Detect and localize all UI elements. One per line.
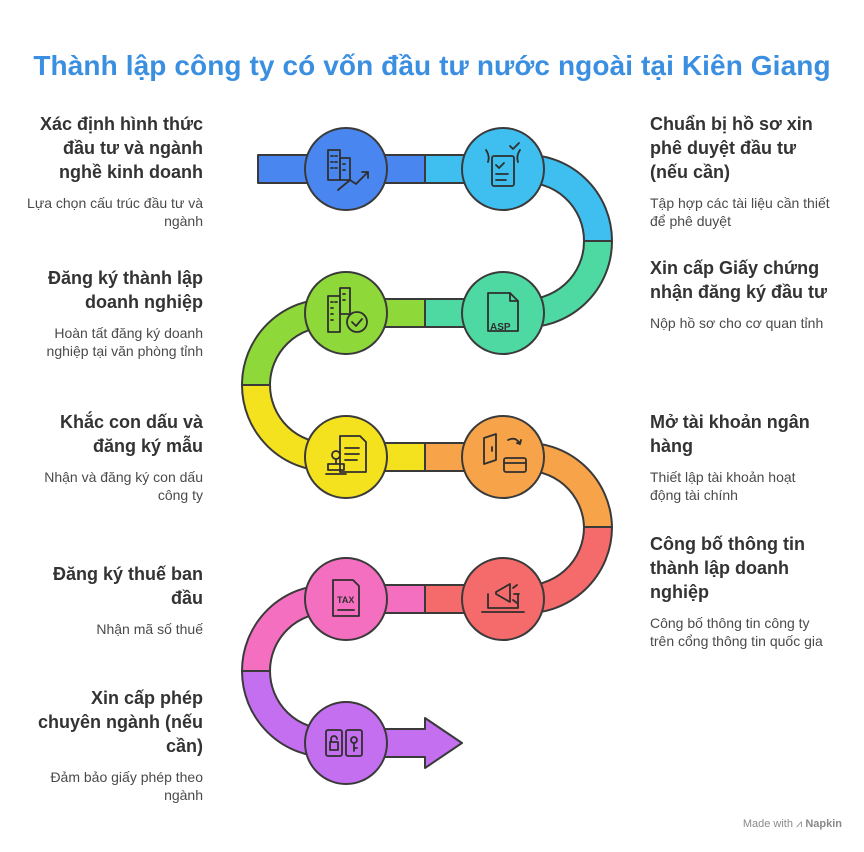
step-title: Đăng ký thành lập doanh nghiệp: [47, 268, 203, 312]
step-title: Mở tài khoản ngân hàng: [650, 412, 810, 456]
made-with-label: Made with: [742, 818, 793, 830]
napkin-logo-icon: ⩘: [796, 818, 803, 830]
step-title: Đăng ký thuế ban đầu: [52, 564, 203, 608]
step-2-block: Chuẩn bị hồ sơ xin phê duyệt đầu tư (nếu…: [650, 112, 830, 230]
document-checklist-icon: [485, 142, 521, 187]
building-check-icon: [327, 287, 368, 333]
license-lock-icon: [325, 729, 363, 757]
stamp-document-icon: [325, 435, 367, 475]
made-with-napkin[interactable]: Made with ⩘ Napkin: [743, 818, 842, 831]
step-title: Xác định hình thức đầu tư và ngành nghề …: [39, 114, 203, 182]
step-5-block: Khắc con dấu và đăng ký mẫu Nhận và đăng…: [25, 410, 203, 504]
step-description: Lựa chọn cấu trúc đầu tư và ngành: [27, 195, 203, 229]
step-9-block: Xin cấp phép chuyên ngành (nếu cần) Đảm …: [25, 686, 203, 804]
step-circle-4: [304, 271, 388, 355]
svg-text:TAX: TAX: [337, 595, 354, 605]
page-title: Thành lập công ty có vốn đầu tư nước ngo…: [33, 50, 831, 81]
step-title: Công bố thông tin thành lập doanh nghiệp: [650, 534, 805, 602]
step-3-block: Xin cấp Giấy chứng nhận đăng ký đầu tư N…: [650, 256, 840, 332]
step-circle-3: [461, 271, 545, 355]
step-6-block: Mở tài khoản ngân hàng Thiết lập tài kho…: [650, 410, 830, 504]
step-description: Thiết lập tài khoản hoạt động tài chính: [650, 469, 796, 503]
step-description: Đảm bảo giấy phép theo ngành: [50, 769, 203, 803]
step-description: Tập hợp các tài liệu cần thiết để phê du…: [650, 195, 830, 229]
tax-document-icon: TAX: [332, 579, 360, 617]
step-1-block: Xác định hình thức đầu tư và ngành nghề …: [25, 112, 203, 230]
step-title: Khắc con dấu và đăng ký mẫu: [59, 412, 203, 456]
step-circle-5: [304, 415, 388, 499]
step-8-block: Đăng ký thuế ban đầu Nhận mã số thuế: [25, 562, 203, 638]
step-title: Chuẩn bị hồ sơ xin phê duyệt đầu tư (nếu…: [650, 114, 813, 182]
step-description: Nộp hồ sơ cho cơ quan tỉnh: [650, 315, 824, 331]
step-circle-1: [304, 127, 388, 211]
step-description: Hoàn tất đăng ký doanh nghiệp tại văn ph…: [46, 325, 203, 359]
step-description: Công bố thông tin công ty trên cổng thôn…: [650, 615, 823, 649]
asp-file-icon: ASP: [487, 292, 519, 333]
step-circle-2: [461, 127, 545, 211]
wallet-card-icon: [483, 433, 527, 473]
company-growth-icon: [327, 149, 369, 191]
step-7-block: Công bố thông tin thành lập doanh nghiệp…: [650, 532, 830, 650]
step-4-block: Đăng ký thành lập doanh nghiệp Hoàn tất …: [25, 266, 203, 360]
step-circle-8: [304, 557, 388, 641]
step-circle-6: [461, 415, 545, 499]
napkin-brand: Napkin: [805, 818, 842, 830]
megaphone-laptop-icon: [481, 583, 525, 613]
step-description: Nhận và đăng ký con dấu công ty: [44, 469, 203, 503]
step-title: Xin cấp Giấy chứng nhận đăng ký đầu tư: [650, 258, 828, 302]
step-title: Xin cấp phép chuyên ngành (nếu cần): [37, 688, 203, 756]
step-description: Nhận mã số thuế: [96, 621, 203, 637]
svg-text:ASP: ASP: [490, 322, 511, 333]
